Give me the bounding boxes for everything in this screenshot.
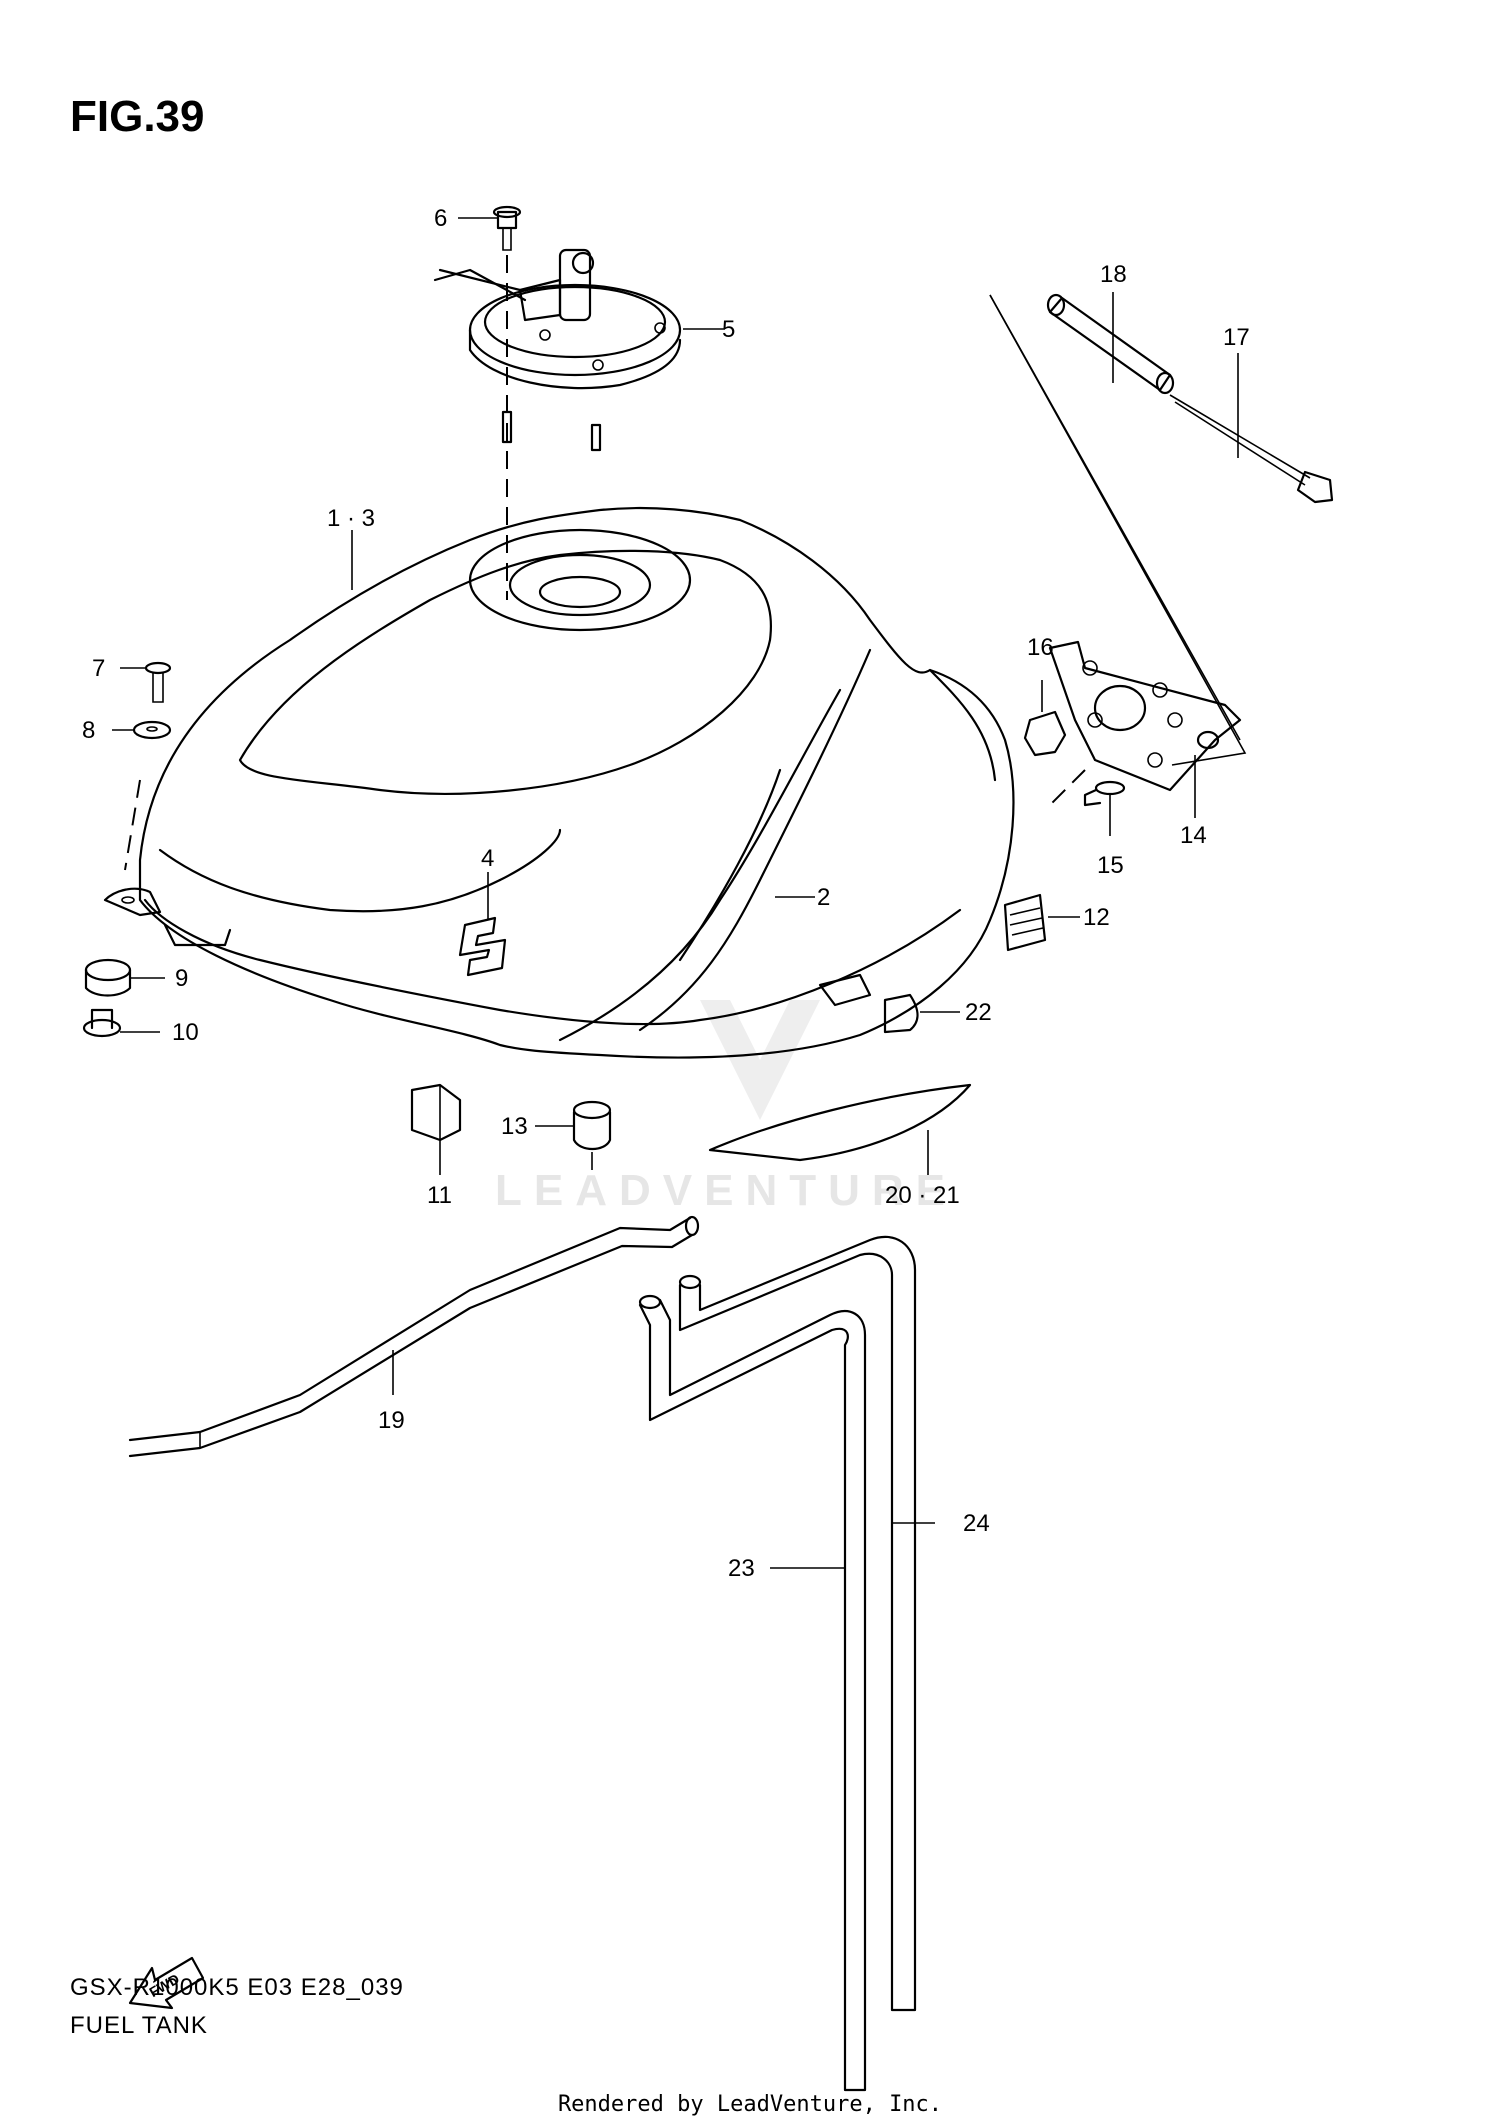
label-part-12[interactable]: 12 <box>1083 904 1110 931</box>
bolt-15[interactable] <box>1083 780 1126 807</box>
label-part-22[interactable]: 22 <box>965 999 992 1026</box>
screw-7[interactable] <box>144 661 172 703</box>
label-part-24[interactable]: 24 <box>963 1510 990 1537</box>
cap-bolt[interactable] <box>492 205 522 251</box>
label-part-17[interactable]: 17 <box>1223 324 1250 351</box>
nut-16[interactable] <box>1023 710 1067 757</box>
model-code: GSX-R1000K5 E03 E28_039 <box>70 1974 404 2001</box>
label-part-11[interactable]: 11 <box>427 1182 452 1209</box>
damper-13[interactable] <box>572 1100 612 1170</box>
collar-10[interactable] <box>82 1008 122 1038</box>
label-part-20-21[interactable]: 20 · 21 <box>885 1182 960 1209</box>
fuel-tank[interactable] <box>138 506 1015 1059</box>
figure-title: FIG.39 <box>70 92 205 141</box>
fuel-cap-assembly[interactable] <box>433 248 682 452</box>
breather-hose-23[interactable] <box>638 1294 867 2092</box>
grommet-alignment-line <box>124 779 141 871</box>
label-part-18[interactable]: 18 <box>1100 261 1127 288</box>
label-part-9[interactable]: 9 <box>175 965 188 992</box>
label-part-14[interactable]: 14 <box>1180 822 1207 849</box>
assembly-guide-triangle <box>989 294 1247 766</box>
cushion-11[interactable] <box>410 1083 462 1142</box>
label-part-10[interactable]: 10 <box>172 1019 199 1046</box>
part-number-labels: 6 5 1 · 3 2 4 7 8 9 10 11 13 12 22 20 · … <box>82 205 1250 1582</box>
suzuki-emblem[interactable] <box>458 916 507 977</box>
bracket-alignment-line <box>1049 769 1086 806</box>
label-part-23[interactable]: 23 <box>728 1555 755 1582</box>
label-part-13[interactable]: 13 <box>501 1113 528 1140</box>
label-part-4[interactable]: 4 <box>481 845 494 872</box>
label-part-15[interactable]: 15 <box>1097 852 1124 879</box>
bracket-14[interactable] <box>1048 640 1242 792</box>
cushion-9[interactable] <box>84 958 132 997</box>
washer-8[interactable] <box>132 720 172 740</box>
label-part-19[interactable]: 19 <box>378 1407 405 1434</box>
label-part-6[interactable]: 6 <box>434 205 447 232</box>
watermark: LEADVENTURE <box>495 1000 957 1215</box>
label-part-8[interactable]: 8 <box>82 717 95 744</box>
bolt-17[interactable] <box>1169 394 1334 504</box>
pad-12[interactable] <box>1003 893 1047 952</box>
overflow-hose-24[interactable] <box>678 1235 917 2012</box>
footer-credit: Rendered by LeadVenture, Inc. <box>557 2092 943 2117</box>
leader-lines <box>112 217 1239 1569</box>
label-part-16[interactable]: 16 <box>1027 634 1054 661</box>
label-part-1-3[interactable]: 1 · 3 <box>327 505 375 532</box>
side-strip-20-21[interactable] <box>708 1083 972 1162</box>
drain-hose-19[interactable] <box>128 1215 700 1458</box>
bracket-plate-left[interactable] <box>103 887 162 917</box>
label-part-2[interactable]: 2 <box>817 884 830 911</box>
watermark-text: LEADVENTURE <box>495 1166 957 1215</box>
assembly-guide-line <box>989 294 1241 741</box>
cushion-22[interactable] <box>883 993 919 1034</box>
section-name: FUEL TANK <box>70 2012 208 2039</box>
label-part-7[interactable]: 7 <box>92 655 105 682</box>
rod-18[interactable] <box>1046 293 1175 395</box>
label-part-5[interactable]: 5 <box>722 316 735 343</box>
